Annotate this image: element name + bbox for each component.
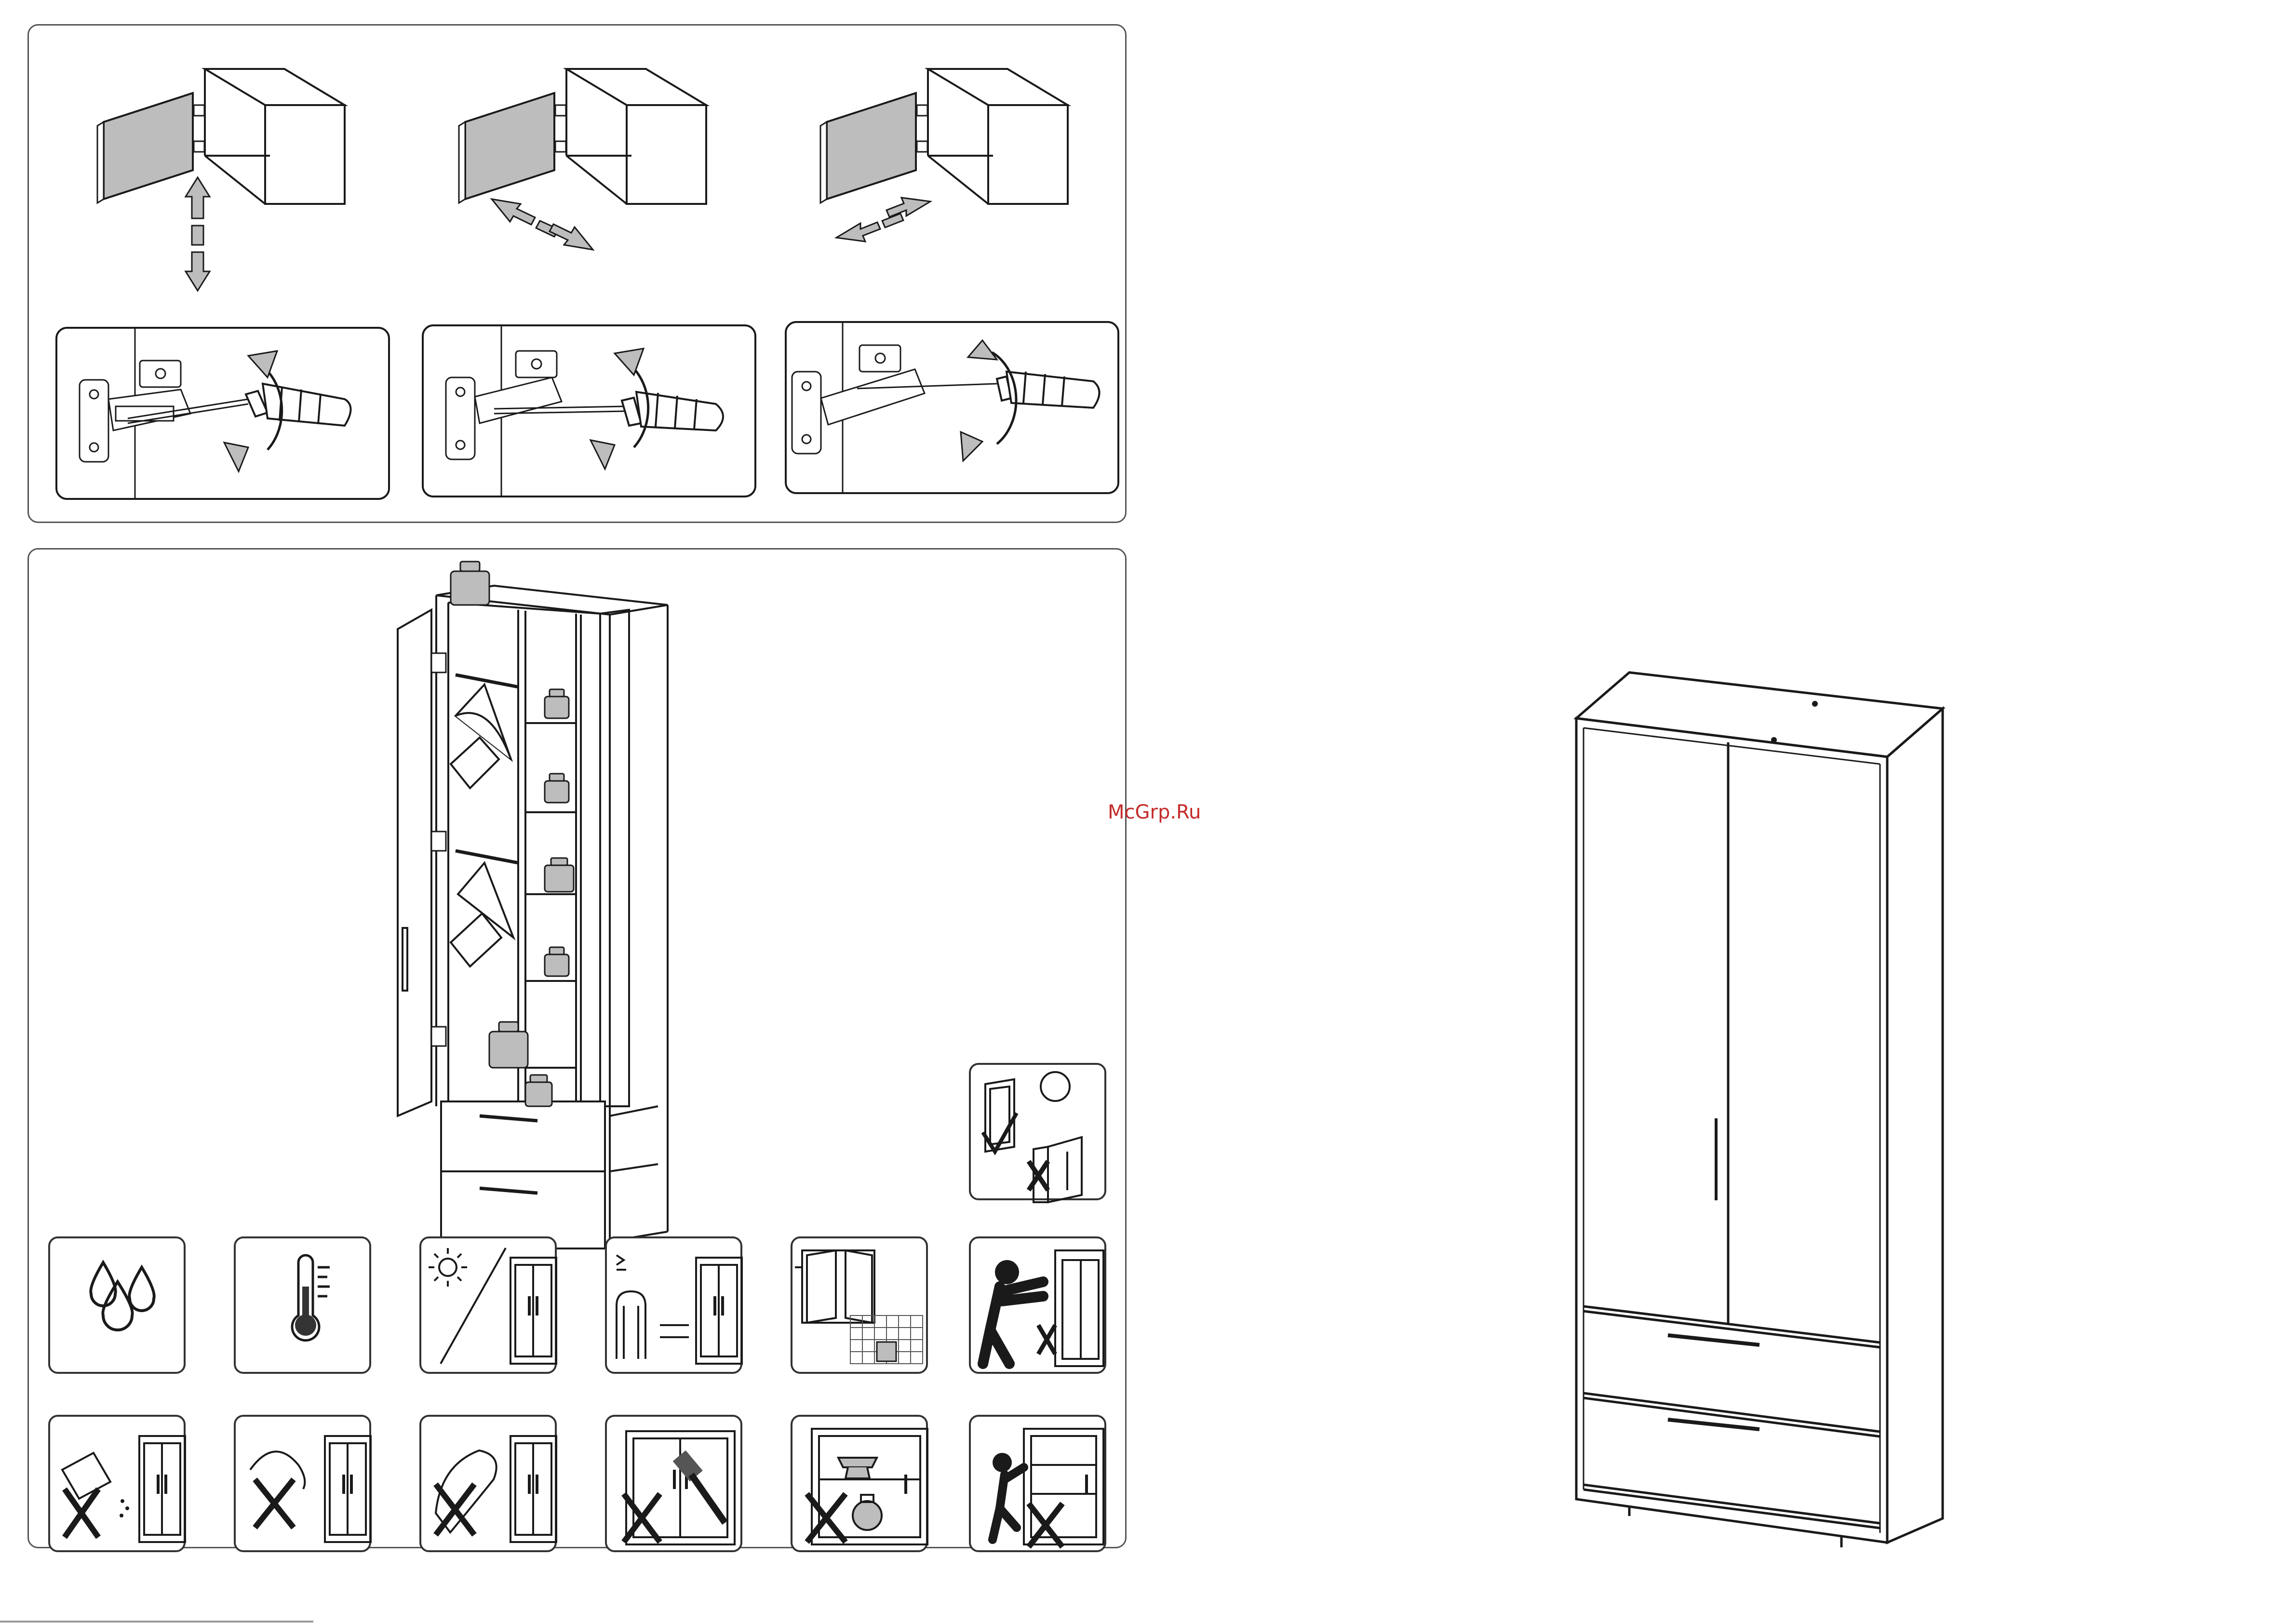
tile-heater-distance bbox=[605, 1236, 742, 1374]
heater-distance-icon bbox=[607, 1238, 744, 1376]
tile-no-water-spill bbox=[48, 1415, 186, 1552]
tile-no-hammer bbox=[605, 1415, 742, 1552]
no-water-spill-icon bbox=[50, 1417, 188, 1554]
thermometer-icon bbox=[236, 1238, 373, 1376]
tile-thermometer bbox=[234, 1236, 371, 1374]
page-footer-line bbox=[0, 1621, 313, 1623]
watermark: McGrp.Ru bbox=[1108, 801, 1201, 823]
no-cleaning-agent-icon bbox=[421, 1417, 559, 1554]
tile-no-heavy-load bbox=[791, 1415, 928, 1552]
tile-sunlight bbox=[419, 1236, 557, 1374]
tile-window-humidity bbox=[791, 1236, 928, 1374]
closed-wardrobe-illustration bbox=[1567, 665, 1952, 1567]
door-alignment-icon bbox=[971, 1065, 1108, 1202]
moving-person-icon bbox=[971, 1238, 1108, 1376]
hinge-adjustment-panel bbox=[27, 24, 1127, 523]
no-liquid-icon bbox=[236, 1417, 373, 1554]
tile-water-drops bbox=[48, 1236, 186, 1374]
sunlight-icon bbox=[421, 1238, 559, 1376]
door-alignment-tile bbox=[969, 1063, 1106, 1200]
open-wardrobe-illustration bbox=[378, 557, 716, 1256]
no-heavy-load-icon bbox=[792, 1417, 930, 1554]
cabinet-step-1 bbox=[67, 59, 434, 310]
tile-no-cleaning-agent bbox=[419, 1415, 557, 1552]
cabinet-step-2 bbox=[429, 59, 795, 310]
hinge-detail-2 bbox=[422, 324, 759, 500]
window-humidity-icon bbox=[792, 1238, 930, 1376]
no-climbing-icon bbox=[971, 1417, 1108, 1554]
no-hammer-icon bbox=[607, 1417, 744, 1554]
care-instructions-panel bbox=[27, 548, 1127, 1548]
tile-no-climbing bbox=[969, 1415, 1106, 1552]
cabinet-step-3 bbox=[791, 59, 1157, 310]
hinge-detail-3 bbox=[785, 321, 1122, 497]
hinge-detail-1 bbox=[55, 327, 393, 503]
tile-no-liquid bbox=[234, 1415, 371, 1552]
tile-moving-person bbox=[969, 1236, 1106, 1374]
water-drops-icon bbox=[50, 1238, 188, 1376]
